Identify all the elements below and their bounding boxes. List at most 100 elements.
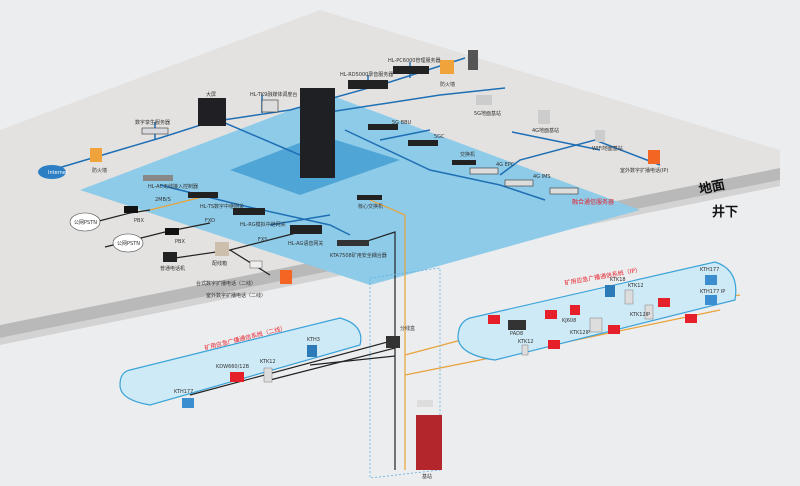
dispatch-console-label: HL-TK9融媒体调度台 <box>250 91 297 98</box>
internet-label: Internet <box>48 170 68 176</box>
distribution-frame-icon <box>215 242 229 256</box>
tunnel-left-device-2: KTK12 <box>260 359 276 365</box>
ts-gateway-label: HL-TS数字中继网关 <box>200 203 244 210</box>
shaft-device-label: 分线盒 <box>400 325 415 332</box>
tunnel-left-kth3-icon <box>307 345 317 357</box>
4g-epc-icon <box>469 167 499 175</box>
pbx-2-label: PBX <box>175 239 185 245</box>
core-switch-label: 核心交换机 <box>358 203 383 210</box>
digital-twin-server-label: 数字孪生服务器 <box>135 119 170 126</box>
underground-zone-label: 井下 <box>712 204 738 220</box>
tunnel-left-device-3: KTH3 <box>307 337 320 343</box>
wireless-ap-icon <box>417 400 433 407</box>
firewall-left-icon <box>90 148 102 162</box>
ag-gateway-label: HL-AG语音网关 <box>288 240 323 247</box>
4g-ims-label: 4G IMS <box>533 174 551 180</box>
tunnel-right <box>457 261 737 361</box>
rg-gateway-label: HL-RG模拟中继网关 <box>240 221 286 228</box>
recording-server-label: HL-RD5000录音服务器 <box>340 71 393 78</box>
tunnel-right-device-6: KTK12IP <box>570 330 590 336</box>
pbx-1-icon <box>124 206 138 213</box>
tunnel-left-device-1: KDW660/12B <box>216 364 250 370</box>
4g-epc-label: 4G EPC <box>496 162 515 168</box>
firewall-right-label: 防火墙 <box>440 81 455 88</box>
tunnel-right-ktk12-lower-icon <box>521 344 529 356</box>
5g-bbu-label: 5G BBU <box>392 120 412 126</box>
tunnel-right-device-5: PAD8 <box>510 331 523 337</box>
switch-label: 交换机 <box>460 151 475 158</box>
kta-coupler-label: KTA7508矿用安全耦合器 <box>330 252 387 259</box>
recording-server-icon <box>348 80 388 89</box>
tunnel-right-ktk12-icon <box>624 289 634 305</box>
digital-twin-server-icon <box>141 127 169 135</box>
pstn-cloud-2-icon <box>112 233 144 253</box>
distribution-frame-label: 配线箱 <box>212 260 227 267</box>
5g-bbu-icon <box>368 124 398 130</box>
tunnel-right-ktk18-icon <box>605 285 615 297</box>
4g-ims-icon <box>504 179 534 187</box>
base-station-label: 基站 <box>422 473 432 480</box>
core-switch-icon <box>357 195 382 200</box>
desktop-phone-icon <box>249 260 263 269</box>
big-screen-label: 大屏 <box>206 91 216 98</box>
big-screen-icon <box>198 98 226 126</box>
tunnel-right-device-4: KJ608 <box>562 318 576 324</box>
ac-controller-icon <box>143 175 173 181</box>
pstn-cloud-1-icon <box>69 212 101 232</box>
tunnel-right-device-8: KTK12 <box>518 339 534 345</box>
ordinary-phone-label: 普通电话机 <box>160 265 185 272</box>
core-blue-zone <box>80 95 640 285</box>
red-speaker-6-icon <box>685 314 697 323</box>
switch-icon <box>452 160 476 165</box>
4g-base-station-icon <box>538 110 550 124</box>
firewall-left-label: 防火墙 <box>92 167 107 174</box>
network-lines <box>44 57 661 236</box>
tunnel-right-ktk12ip-1-icon <box>589 317 603 333</box>
wifi-base-station-label: WIFI地面基站 <box>592 145 623 152</box>
pbx-1-label: PBX <box>134 218 144 224</box>
fxs-label: FXS <box>258 237 267 243</box>
tunnel-right-pad8-icon <box>508 320 526 330</box>
tunnel-right-kj608-icon <box>570 305 580 315</box>
outdoor-ip-phone-icon <box>648 150 660 164</box>
trunk-label: 2MB/S <box>155 197 171 203</box>
management-server-icon <box>393 66 429 74</box>
underground-base-station-icon <box>416 415 442 470</box>
internet-cloud-icon <box>38 165 66 179</box>
5gc-icon <box>408 140 438 146</box>
red-speaker-4-icon <box>548 340 560 349</box>
tunnel-left-ktk12-icon <box>263 367 273 383</box>
shaft-junction-box-icon <box>386 336 400 348</box>
tunnel-left-kth177-icon <box>182 398 194 408</box>
red-speaker-3-icon <box>608 325 620 334</box>
ordinary-phone-icon <box>163 252 177 262</box>
outdoor-phone-2wire-icon <box>280 270 292 284</box>
pbx-2-icon <box>165 228 179 235</box>
tunnel-right-device-7: KTK12IP <box>630 312 650 318</box>
red-speaker-2-icon <box>545 310 557 319</box>
tunnel-right-device-3: KTH177 IP <box>700 289 725 295</box>
pstn-2-label: 公网PSTN <box>117 241 140 247</box>
converged-server-label: 融合通信服务器 <box>572 198 614 206</box>
kta-coupler-icon <box>337 240 369 246</box>
pstn-1-label: 公网PSTN <box>74 220 97 226</box>
tunnel-right-device-1: KTK12 <box>628 283 644 289</box>
tunnel-right-device-2: KTH177 <box>700 267 719 273</box>
4g-base-station-label: 4G地面基站 <box>532 127 559 134</box>
surface-zone-label: 地面 <box>698 177 727 198</box>
tunnel-right-kth177-icon <box>705 275 717 285</box>
red-speaker-5-icon <box>658 298 670 307</box>
tunnel-right-kth177ip-icon <box>705 295 717 305</box>
management-server-label: HL-PC6000管理服务器 <box>388 57 441 64</box>
server-rack-icon <box>300 88 335 178</box>
5gc-label: 5GC <box>434 134 445 140</box>
ts-gateway-icon <box>188 192 218 198</box>
building-icon <box>468 50 478 70</box>
tunnel-left-kdw660-icon <box>230 372 244 382</box>
5g-base-station-icon <box>476 95 492 105</box>
outdoor-ip-phone-label: 室外数字扩播电话(IP) <box>620 167 668 174</box>
tunnel-right-ktk12ip-2-icon <box>644 304 654 320</box>
tunnel-left-device-0: KTH177 <box>174 389 193 395</box>
